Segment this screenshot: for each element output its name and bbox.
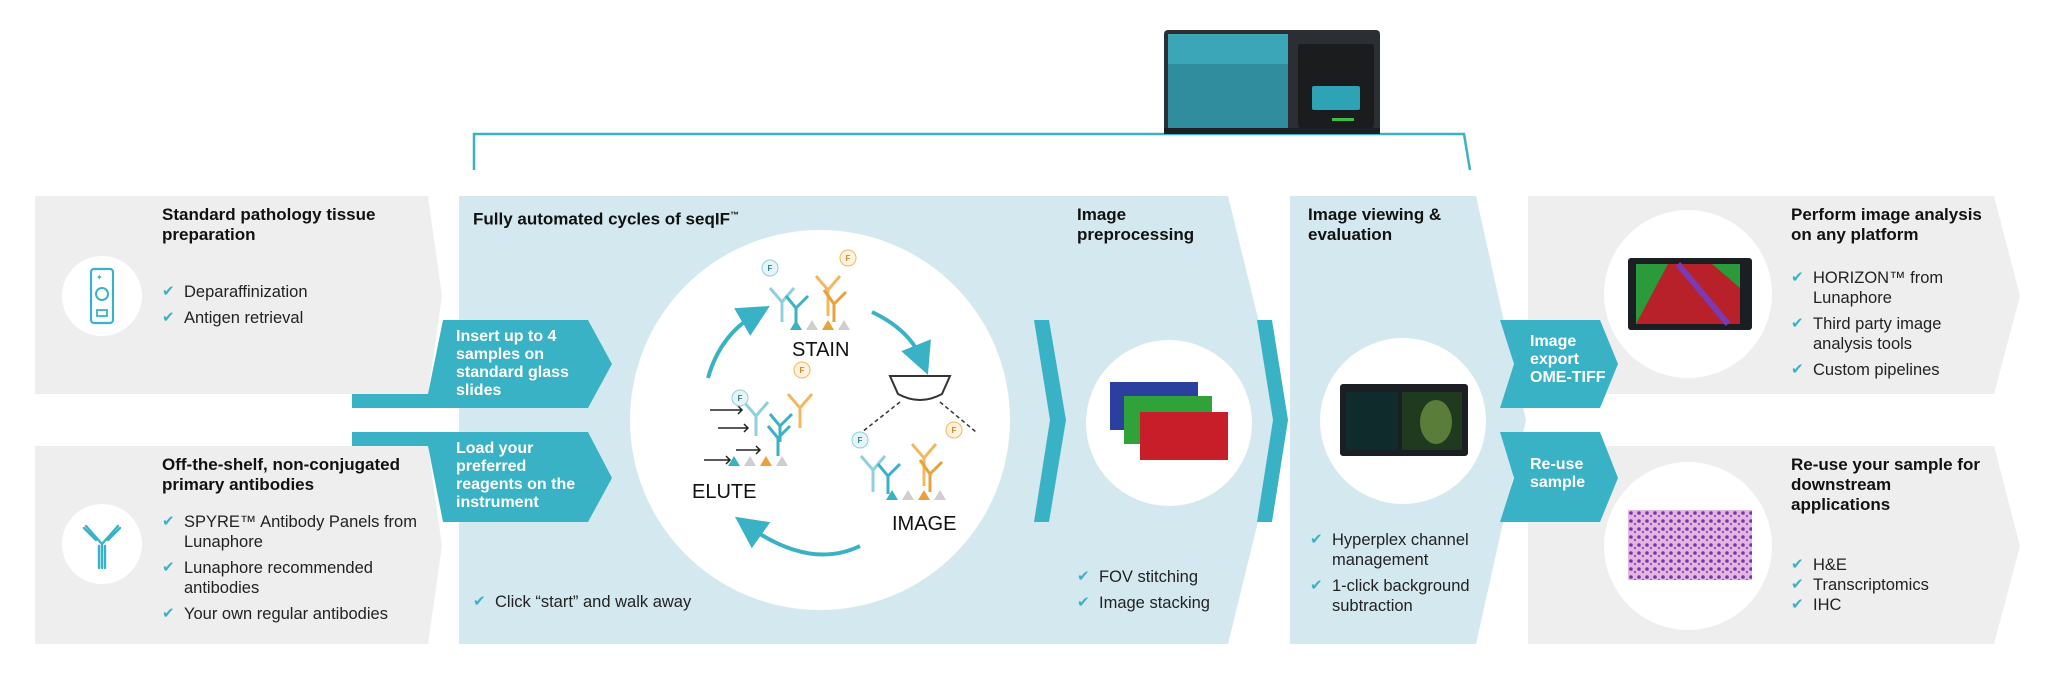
check-icon: ✔ xyxy=(162,283,175,300)
seqif-list: ✔Click “start” and walk away xyxy=(473,592,773,618)
check-icon: ✔ xyxy=(162,559,175,576)
check-icon: ✔ xyxy=(162,605,175,622)
analysis-title: Perform image analysis on any platform xyxy=(1791,205,1982,244)
list-item: ✔Your own regular antibodies xyxy=(162,605,388,623)
reuse-title: Re-use your sample for downstream applic… xyxy=(1791,455,1980,514)
check-icon: ✔ xyxy=(1791,596,1804,613)
check-icon: ✔ xyxy=(1791,361,1804,378)
antibody-icon xyxy=(82,524,122,570)
stacked-fluorescence-images xyxy=(1110,382,1228,460)
load-tag: Load your preferred reagents on the inst… xyxy=(456,440,576,511)
microscope-objective xyxy=(861,375,977,433)
antibodies-title: Off-the-shelf, non-conjugated primary an… xyxy=(162,455,400,494)
image-viewer-thumbnail xyxy=(1340,384,1468,456)
check-icon: ✔ xyxy=(162,309,175,326)
tissue-panel-bg xyxy=(35,196,442,394)
image-antibodies xyxy=(859,443,946,500)
list-item: ✔Transcriptomics xyxy=(1791,576,1929,594)
check-icon: ✔ xyxy=(1791,556,1804,573)
fluorophore-markers: F F F F F F xyxy=(731,249,963,449)
cycle-arrow-to-stain xyxy=(706,305,770,379)
check-icon: ✔ xyxy=(1791,576,1804,593)
check-icon: ✔ xyxy=(1077,568,1090,585)
stain-antibodies xyxy=(768,275,850,330)
preprocessing-title: Image preprocessing xyxy=(1077,205,1195,244)
check-icon: ✔ xyxy=(162,513,175,530)
list-item: ✔Hyperplex channel management xyxy=(1310,531,1469,569)
seqif-title: Fully automated cycles of seqIF™ xyxy=(473,209,739,229)
list-item: ✔SPYRE™ Antibody Panels from Lunaphore xyxy=(162,513,417,551)
fluor-label: F xyxy=(800,366,805,375)
trademark-mark: ™ xyxy=(729,210,739,220)
list-item: ✔FOV stitching xyxy=(1077,568,1199,586)
he-stain-thumbnail xyxy=(1628,510,1752,580)
stain-label: STAIN xyxy=(792,339,850,361)
insert-tag: Insert up to 4 samples on standard glass… xyxy=(456,328,569,399)
list-item: ✔Custom pipelines xyxy=(1791,361,1940,379)
elute-antibodies xyxy=(704,393,814,466)
check-icon: ✔ xyxy=(1791,315,1804,332)
chevron-1 xyxy=(1034,320,1066,522)
reuse-tag: Re-use sample xyxy=(1530,456,1586,491)
chevron-2 xyxy=(1257,320,1288,522)
reuse-list: ✔H&E ✔Transcriptomics ✔IHC xyxy=(1791,555,1991,615)
seqif-cycle-diagram: F F F F F F xyxy=(704,249,977,557)
check-icon: ✔ xyxy=(1791,269,1804,286)
instrument-bracket xyxy=(472,132,1472,171)
fluor-label: F xyxy=(858,436,863,445)
tissue-slide-icon: ✦ xyxy=(89,267,115,325)
list-item: ✔Click “start” and walk away xyxy=(473,593,692,611)
antibodies-panel-bg xyxy=(35,446,442,644)
antibodies-list: ✔SPYRE™ Antibody Panels from Lunaphore ✔… xyxy=(162,512,424,630)
image-label: IMAGE xyxy=(892,513,957,535)
instrument-device xyxy=(1164,30,1380,134)
list-item: ✔IHC xyxy=(1791,596,1842,614)
load-arrow xyxy=(352,432,612,522)
list-item: ✔Lunaphore recommended antibodies xyxy=(162,559,373,597)
analysis-screen-thumbnail xyxy=(1628,258,1752,330)
check-icon: ✔ xyxy=(1077,594,1090,611)
list-item: ✔HORIZON™ from Lunaphore xyxy=(1791,269,1944,307)
cycle-arrow-to-image xyxy=(871,310,931,375)
reuse-arrow xyxy=(1500,432,1618,522)
viewing-title: Image viewing & evaluation xyxy=(1308,205,1442,244)
list-item: ✔H&E xyxy=(1791,556,1847,574)
svg-text:✦: ✦ xyxy=(96,273,103,282)
check-icon: ✔ xyxy=(473,593,486,610)
list-item: ✔Antigen retrieval xyxy=(162,309,304,327)
analysis-list: ✔HORIZON™ from Lunaphore ✔Third party im… xyxy=(1791,268,1991,386)
export-tag: Image export OME-TIFF xyxy=(1530,333,1606,386)
tissue-list: ✔Deparaffinization ✔Antigen retrieval xyxy=(162,282,412,334)
fluor-label: F xyxy=(952,426,957,435)
insert-arrow xyxy=(352,320,612,408)
fluor-label: F xyxy=(738,394,743,403)
elute-label: ELUTE xyxy=(692,481,757,503)
list-item: ✔1-click background subtraction xyxy=(1310,577,1470,615)
list-item: ✔Image stacking xyxy=(1077,594,1210,612)
preprocessing-list: ✔FOV stitching ✔Image stacking xyxy=(1077,567,1257,619)
check-icon: ✔ xyxy=(1310,531,1323,548)
check-icon: ✔ xyxy=(1310,577,1323,594)
list-item: ✔Third party image analysis tools xyxy=(1791,315,1942,353)
seqif-cycle-circle xyxy=(630,230,1010,610)
cycle-arrow-to-elute xyxy=(734,516,861,557)
fluor-label: F xyxy=(846,254,851,263)
fluor-label: F xyxy=(768,264,773,273)
export-arrow xyxy=(1500,320,1618,408)
viewing-list: ✔Hyperplex channel management ✔1-click b… xyxy=(1310,530,1496,622)
tissue-title: Standard pathology tissue preparation xyxy=(162,205,376,244)
list-item: ✔Deparaffinization xyxy=(162,283,308,301)
